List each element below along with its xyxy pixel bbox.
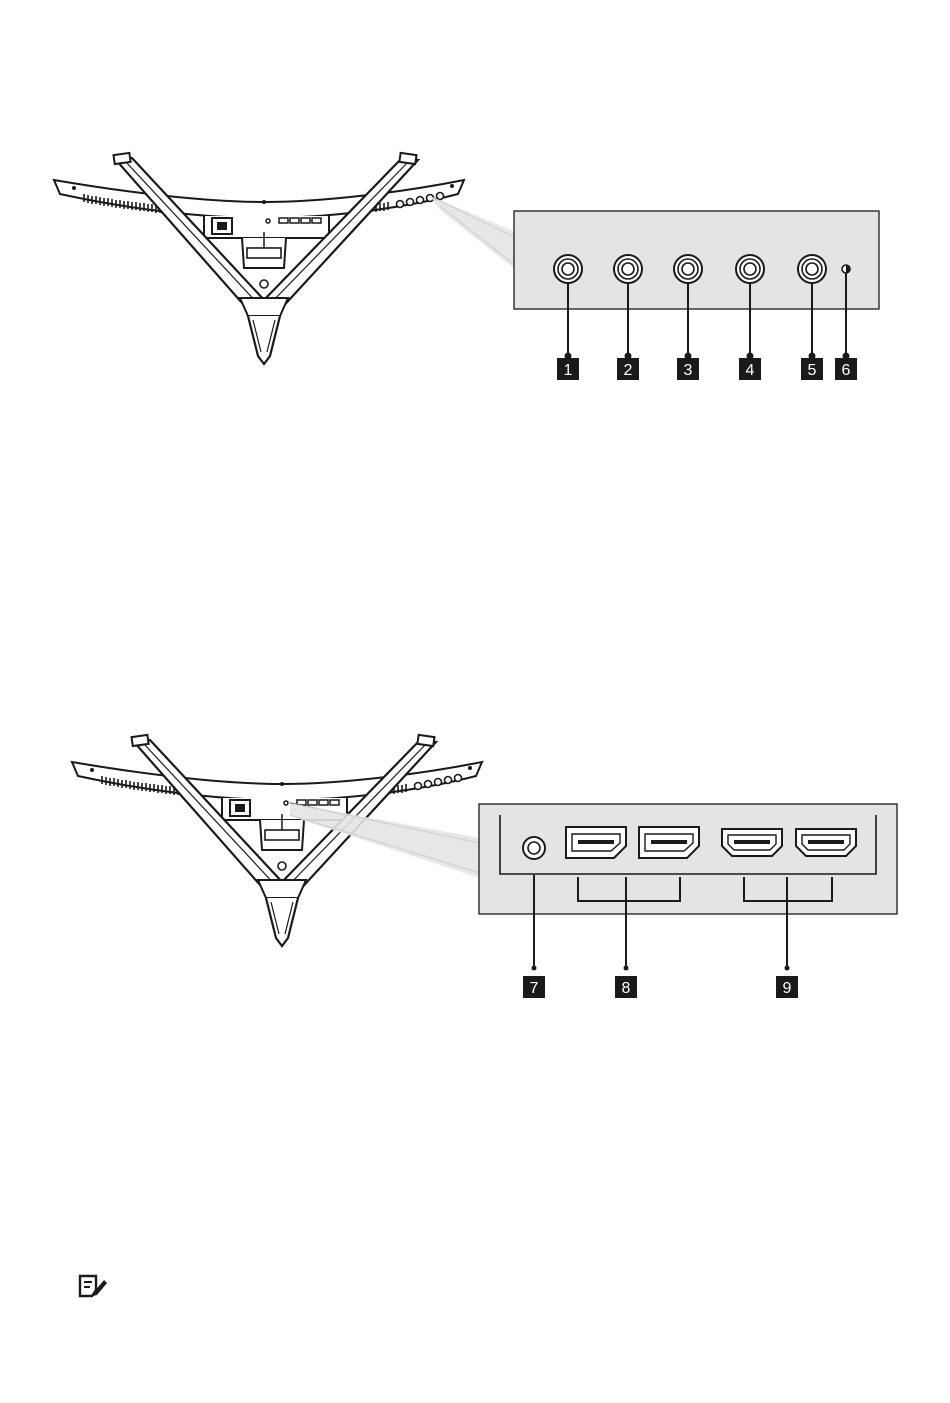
figure-2-input-ports: 7 8 9 bbox=[72, 735, 897, 998]
audio-out-port bbox=[523, 837, 545, 859]
svg-text:8: 8 bbox=[622, 980, 631, 997]
callout-3: 3 bbox=[677, 358, 699, 380]
power-led-indicator bbox=[842, 265, 850, 273]
svg-text:9: 9 bbox=[783, 980, 792, 997]
svg-text:3: 3 bbox=[684, 362, 693, 379]
svg-text:4: 4 bbox=[746, 362, 755, 379]
hdmi-port-2 bbox=[796, 829, 856, 856]
monitor-rear-view-1 bbox=[54, 153, 464, 364]
svg-text:5: 5 bbox=[808, 362, 817, 379]
svg-text:6: 6 bbox=[842, 362, 851, 379]
note-icon bbox=[80, 1276, 107, 1296]
svg-text:2: 2 bbox=[624, 362, 633, 379]
callout-6: 6 bbox=[835, 358, 857, 380]
svg-text:1: 1 bbox=[564, 362, 573, 379]
control-button-5 bbox=[798, 255, 826, 283]
control-button-3 bbox=[674, 255, 702, 283]
control-button-2 bbox=[614, 255, 642, 283]
callout-2: 2 bbox=[617, 358, 639, 380]
svg-text:7: 7 bbox=[530, 980, 539, 997]
control-button-1 bbox=[554, 255, 582, 283]
figure-1-control-buttons: 1 2 3 4 5 6 bbox=[54, 153, 879, 380]
callout-9: 9 bbox=[776, 976, 798, 998]
callout-7: 7 bbox=[523, 976, 545, 998]
hdmi-port-1 bbox=[722, 829, 782, 856]
displayport-2 bbox=[639, 827, 699, 858]
callout-4: 4 bbox=[739, 358, 761, 380]
callout-8: 8 bbox=[615, 976, 637, 998]
control-button-4 bbox=[736, 255, 764, 283]
callout-5: 5 bbox=[801, 358, 823, 380]
displayport-1 bbox=[566, 827, 626, 858]
port-panel-zoom bbox=[479, 804, 897, 914]
callout-1: 1 bbox=[557, 358, 579, 380]
